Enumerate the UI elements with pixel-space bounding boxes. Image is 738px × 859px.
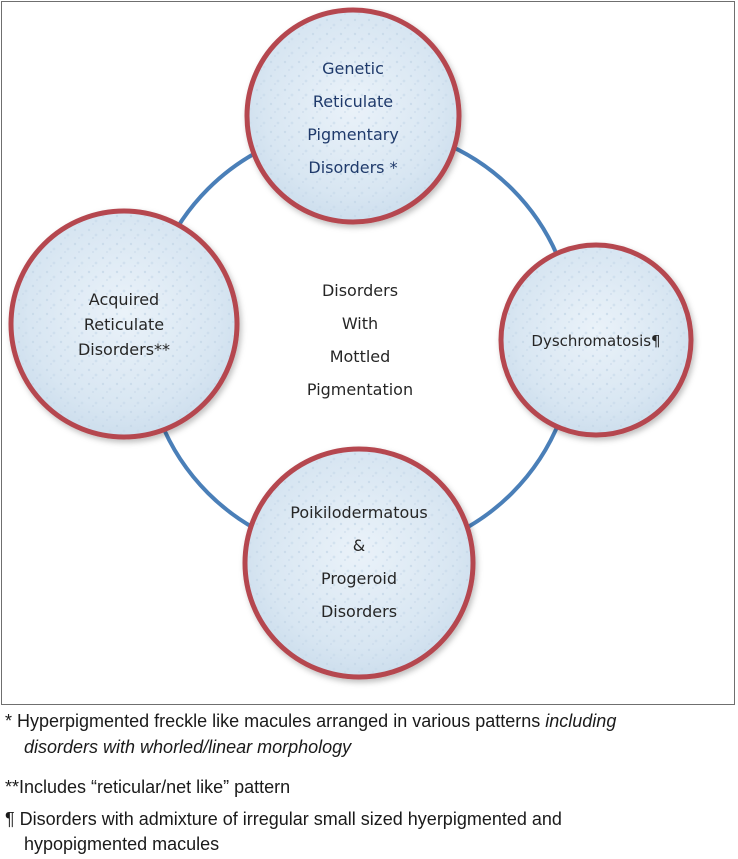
node-label-line: Reticulate (312, 92, 394, 111)
node-label-line: Progeroid (321, 569, 397, 588)
center-label-line: Disorders (321, 281, 399, 300)
center-label-line: With (341, 314, 379, 333)
footnote-genetic-line-2: disorders with whorled/linear morphology (24, 737, 352, 757)
node-label-line: Reticulate (83, 315, 165, 334)
node-poikilodermatous-circle (242, 446, 476, 680)
node-label-line: Acquired (88, 290, 160, 309)
diagram-canvas (8, 7, 694, 680)
node-label-line: Disorders * (308, 158, 398, 177)
footnote-genetic-italic-1: including (545, 711, 617, 731)
center-label-line: Pigmentation (306, 380, 414, 399)
node-label-line: Dyschromatosis¶ (531, 332, 661, 350)
node-dyschromatosis-circle (498, 242, 694, 438)
center-label: Disorders With Mottled Pigmentation (260, 274, 460, 406)
node-dyschromatosis-label: Dyschromatosis¶ (496, 325, 696, 358)
diagram-frame: Disorders With Mottled Pigmentation Gene… (1, 1, 735, 705)
node-label-line: Disorders (320, 602, 398, 621)
center-label-line: Mottled (329, 347, 391, 366)
node-label-line: Disorders** (77, 340, 171, 359)
node-acquired-circle (8, 208, 240, 440)
node-label-line: Genetic (322, 59, 384, 78)
footnote-genetic-line-1: * Hyperpigmented freckle like macules ar… (5, 710, 616, 733)
footnote-genetic-text: Hyperpigmented freckle like macules arra… (17, 711, 546, 731)
footnote-dyschromatosis-line-2: hypopigmented macules (24, 834, 220, 854)
node-acquired-label: Acquired Reticulate Disorders** (24, 287, 224, 362)
footnote-genetic-prefix: * (5, 711, 18, 731)
node-label-line: Pigmentary (307, 125, 399, 144)
node-genetic-circle (244, 7, 462, 225)
footnote-acquired: **Includes “reticular/net like” pattern (5, 777, 291, 797)
node-genetic-label: Genetic Reticulate Pigmentary Disorders … (253, 52, 453, 184)
footnote-dyschromatosis-line-1: ¶ Disorders with admixture of irregular … (5, 809, 562, 829)
node-poikilodermatous-label: Poikilodermatous & Progeroid Disorders (259, 496, 459, 628)
node-label-line: & (352, 536, 366, 555)
node-label-line: Poikilodermatous (290, 503, 428, 522)
